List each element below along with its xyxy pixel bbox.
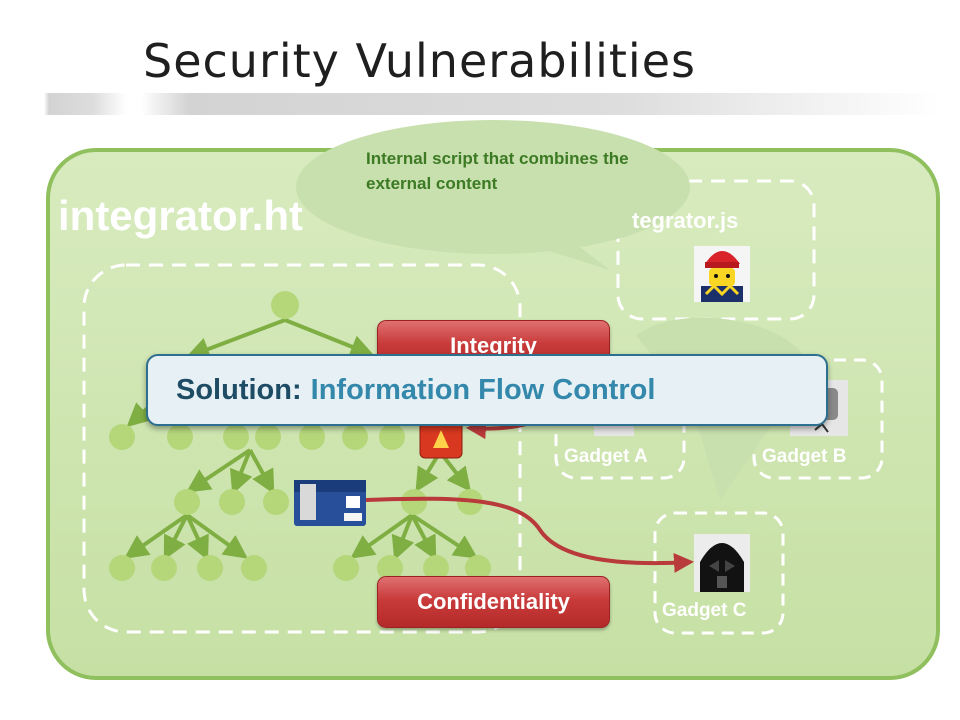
confidentiality-flow-arrow — [365, 496, 694, 573]
dom-tree-region — [82, 263, 522, 634]
callout-bubble — [296, 120, 690, 270]
callout-text: Internal script that combines the extern… — [366, 149, 629, 193]
solution-prefix: Solution: — [176, 373, 302, 406]
page-label: integrator.ht — [58, 192, 304, 239]
lego-construction-worker-icon — [694, 246, 750, 302]
darth-vader-icon — [694, 534, 750, 592]
integrator-js-box — [616, 179, 816, 321]
credit-card-icon — [294, 480, 366, 526]
slide-title: Security Vulnerabilities — [143, 34, 696, 88]
confidentiality-label: Confidentiality — [377, 576, 610, 628]
title-underline — [44, 93, 940, 115]
gadget-c-label: Gadget C — [662, 600, 747, 621]
gadget-b-label: Gadget B — [762, 446, 847, 467]
gadget-a-label: Gadget A — [564, 446, 648, 467]
broken-node-icon — [419, 419, 463, 459]
integrator-js-label: tegrator.js — [632, 208, 739, 233]
solution-banner: Solution: Information Flow Control — [146, 354, 828, 426]
solution-text: Information Flow Control — [310, 373, 656, 406]
gadget-c-box — [653, 511, 785, 635]
